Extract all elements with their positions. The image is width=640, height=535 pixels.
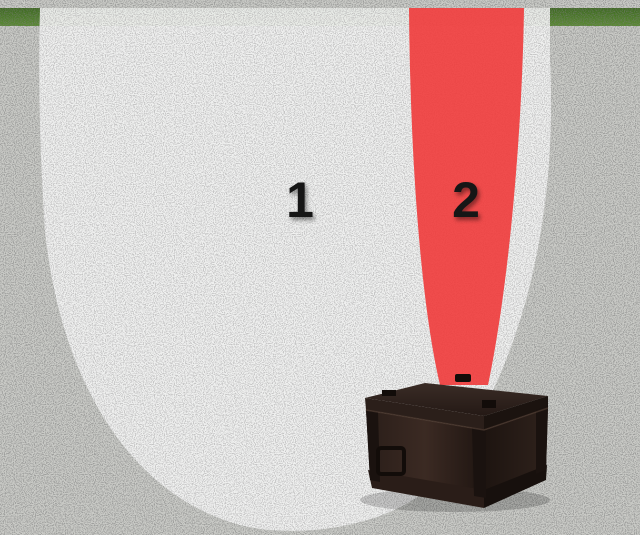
zone-1-label: 1 [286, 175, 314, 225]
zone-2-label: 2 [452, 175, 480, 225]
